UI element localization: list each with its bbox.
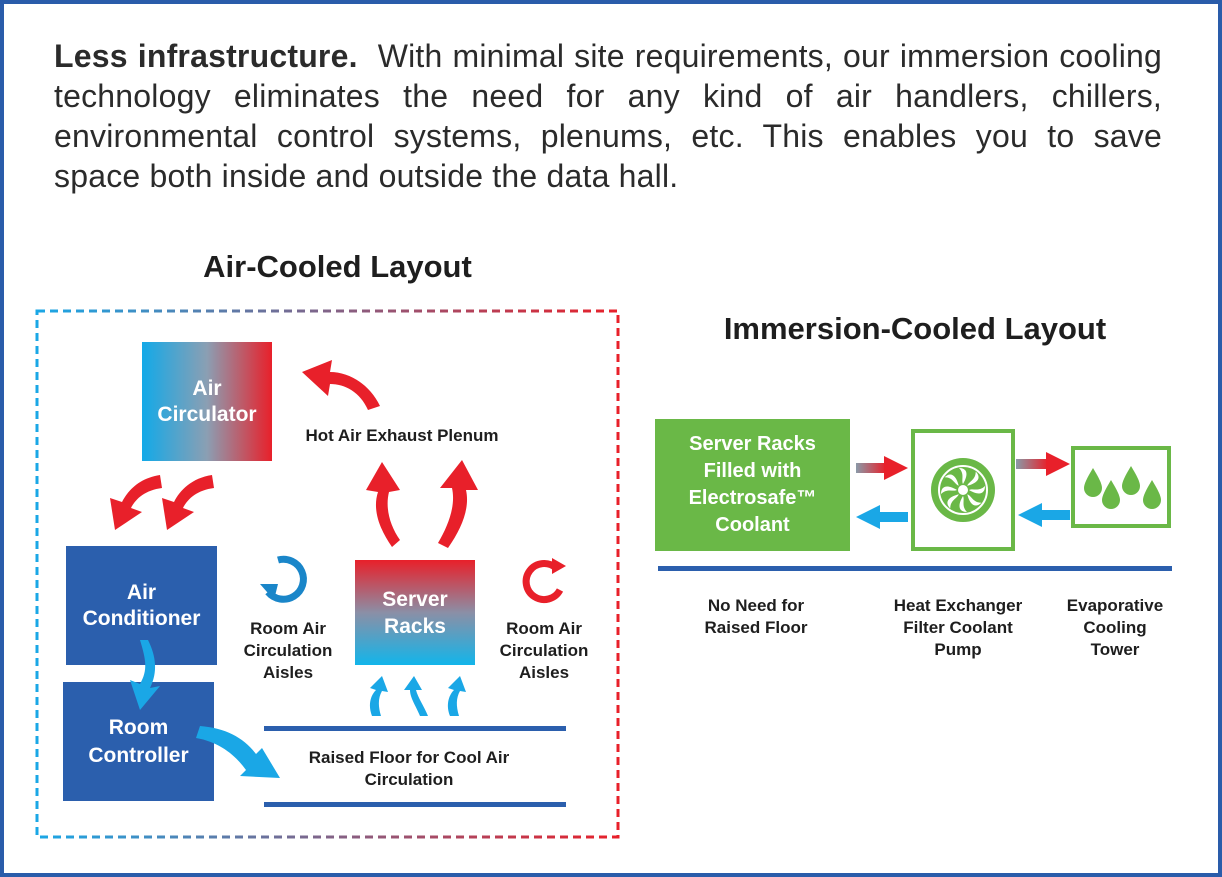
room-air-circulation-red-icon [522, 558, 566, 603]
cool-air-up-arrow-icon [369, 676, 388, 716]
hot-air-exhaust-label: Hot Air Exhaust Plenum [305, 426, 499, 445]
immersion-floor-line [658, 566, 1172, 571]
aisles-right-label: Room Air Circulation Aisles [499, 619, 589, 682]
immersion-server-racks-label: Server Racks Filled with Electrosafe™ Co… [688, 433, 817, 536]
raised-floor-label: Raised Floor for Cool Air Circulation [308, 748, 510, 789]
cooling-tower-label: Evaporative Cooling Tower [1066, 596, 1164, 659]
water-drops-icon [1084, 466, 1161, 509]
circulator-to-conditioner-arrow-icon [110, 475, 162, 530]
conditioner-to-controller-arrow-icon [130, 640, 160, 710]
intro-text: With minimal site requirements, our imme… [54, 38, 1163, 194]
tower-to-exchanger-arrow-icon [1018, 503, 1070, 527]
room-air-circulation-blue-icon [260, 555, 307, 603]
raised-floor-bottom-line [264, 802, 566, 807]
hot-air-exhaust-arrow-icon [302, 360, 380, 410]
raised-floor-top-line [264, 726, 566, 731]
air-conditioner-label: Air Conditioner [82, 580, 201, 630]
cooling-tower-box [1071, 446, 1171, 528]
air-cooled-dashed-border [35, 309, 620, 839]
cool-air-up-arrow-icon [447, 676, 466, 716]
air-circulator-label: Air Circulator [157, 376, 257, 426]
air-circulator-box [142, 342, 272, 461]
circulator-to-conditioner-arrow-icon [162, 475, 214, 530]
no-raised-floor-label: No Need for Raised Floor [704, 596, 808, 637]
immersion-server-racks-box [655, 419, 850, 551]
exchanger-to-racks-arrow-icon [856, 505, 908, 529]
immersion-cooled-title: Immersion-Cooled Layout [723, 311, 1107, 346]
intro-bold: Less infrastructure. [54, 38, 358, 74]
air-conditioner-box [66, 546, 217, 665]
room-controller-label: Room Controller [88, 715, 189, 767]
heat-exchanger-box [911, 429, 1015, 551]
server-racks-box [355, 560, 475, 665]
air-cooled-title: Air-Cooled Layout [203, 249, 472, 284]
exchanger-to-tower-arrow-icon [1016, 452, 1070, 476]
cool-air-up-arrow-icon [404, 676, 428, 716]
aisles-left-label: Room Air Circulation Aisles [243, 619, 333, 682]
fan-icon [931, 458, 995, 522]
controller-to-raised-floor-arrow-icon [196, 726, 280, 778]
hot-air-up-arrow-icon [438, 460, 478, 548]
racks-to-exchanger-arrow-icon [856, 456, 908, 480]
heat-exchanger-label: Heat Exchanger Filter Coolant Pump [893, 596, 1023, 659]
intro-paragraph: Less infrastructure. With minimal site r… [54, 36, 1162, 196]
server-racks-label: Server Racks [382, 587, 448, 638]
hot-air-up-arrow-icon [366, 462, 400, 547]
